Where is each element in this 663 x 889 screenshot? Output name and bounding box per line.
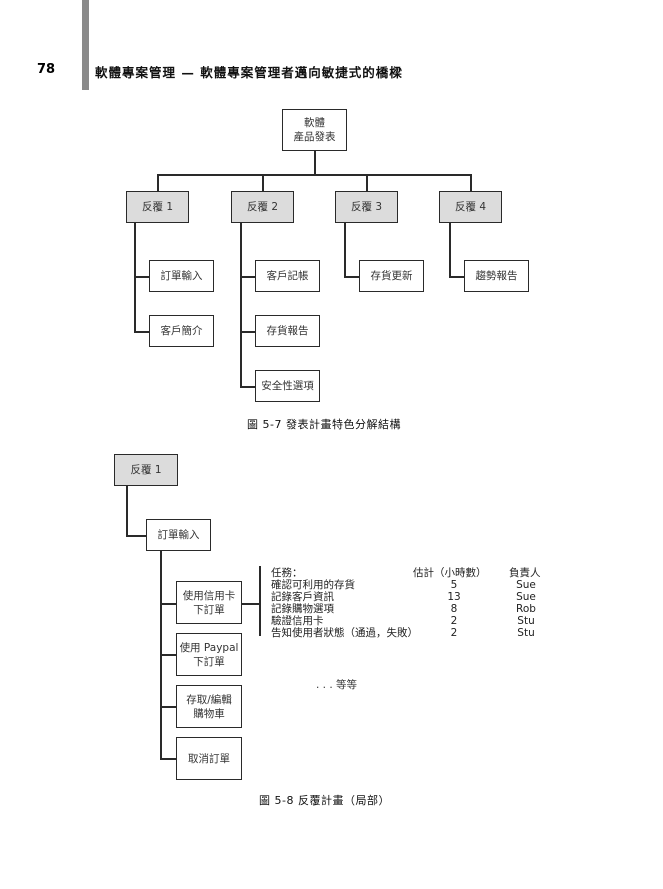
task-name: 確認可利用的存貨 [271, 579, 355, 591]
connector [160, 654, 176, 656]
story-box: 取消訂單 [176, 737, 242, 780]
iteration-1-box: 反覆 1 [126, 191, 189, 223]
figure-caption-5-7: 圖 5-7 發表計畫特色分解結構 [247, 418, 401, 431]
connector [366, 174, 368, 191]
connector [262, 174, 264, 191]
iteration-2-box: 反覆 2 [231, 191, 294, 223]
feature-box: 存貨報告 [255, 315, 320, 347]
feature-box: 訂單輸入 [149, 260, 214, 292]
story-label-line2: 下訂單 [193, 655, 225, 668]
task-name: 記錄客戶資訊 [271, 591, 334, 603]
connector [344, 276, 359, 278]
task-name: 驗證信用卡 [271, 615, 324, 627]
story-label-line1: 使用信用卡 [182, 589, 236, 602]
task-hours: 5 [450, 579, 458, 591]
connector [449, 276, 464, 278]
story-label-line1: 存取/編輯 [186, 693, 232, 706]
connector [134, 331, 149, 333]
connector [241, 603, 260, 605]
feature-box: 客戶簡介 [149, 315, 214, 347]
task-header: 任務： [271, 567, 303, 579]
story-label-line2: 下訂單 [193, 603, 225, 616]
connector [240, 223, 242, 387]
story-label-line1: 使用 Paypal [179, 641, 239, 654]
task-owner: Stu [517, 627, 535, 639]
task-owner: Sue [516, 579, 536, 591]
connector [134, 276, 149, 278]
story-box: 使用 Paypal 下訂單 [176, 633, 242, 676]
release-root-box: 軟體 產品發表 [282, 109, 347, 151]
connector [160, 758, 176, 760]
etc-note: . . . 等等 [316, 679, 358, 691]
connector [240, 331, 255, 333]
root-label-line1: 軟體 [304, 117, 325, 129]
iteration-3-box: 反覆 3 [335, 191, 398, 223]
figure-caption-5-8: 圖 5-8 反覆計畫（局部） [259, 794, 390, 807]
connector [126, 535, 146, 537]
owner-header: 負責人 [509, 567, 541, 579]
task-hours: 2 [450, 627, 458, 639]
feature-box: 趨勢報告 [464, 260, 529, 292]
story-box: 存取/編輯 購物車 [176, 685, 242, 728]
page-number: 78 [37, 62, 56, 77]
connector [134, 223, 136, 332]
connector [470, 174, 472, 191]
connector [314, 150, 316, 175]
connector [157, 174, 471, 176]
connector [240, 386, 255, 388]
task-owner: Rob [516, 603, 536, 615]
connector [160, 603, 176, 605]
task-owner: Sue [516, 591, 536, 603]
connector [240, 276, 255, 278]
connector [344, 223, 346, 277]
feature-box: 訂單輸入 [146, 519, 211, 551]
task-owner: Stu [517, 615, 535, 627]
task-name: 記錄購物選項 [271, 603, 334, 615]
connector [126, 486, 128, 536]
task-bracket [259, 566, 261, 636]
connector [157, 174, 159, 191]
story-label-line2: 購物車 [193, 707, 225, 720]
running-title: 軟體專案管理 — 軟體專案管理者邁向敏捷式的橋樑 [95, 65, 403, 80]
estimate-header: 估計（小時數） [413, 567, 487, 579]
connector [160, 706, 176, 708]
sidebar-bar [82, 0, 89, 90]
root-label-line2: 產品發表 [293, 131, 336, 143]
task-hours: 8 [450, 603, 458, 615]
feature-box: 安全性選項 [255, 370, 320, 402]
iteration-4-box: 反覆 4 [439, 191, 502, 223]
task-hours: 2 [450, 615, 458, 627]
feature-box: 存貨更新 [359, 260, 424, 292]
task-hours: 13 [447, 591, 461, 603]
task-name: 告知使用者狀態（通過，失敗） [271, 627, 418, 639]
connector [449, 223, 451, 277]
story-box: 使用信用卡 下訂單 [176, 581, 242, 624]
story-label-line1: 取消訂單 [188, 752, 230, 765]
iteration-1-box: 反覆 1 [114, 454, 178, 486]
feature-box: 客戶記帳 [255, 260, 320, 292]
